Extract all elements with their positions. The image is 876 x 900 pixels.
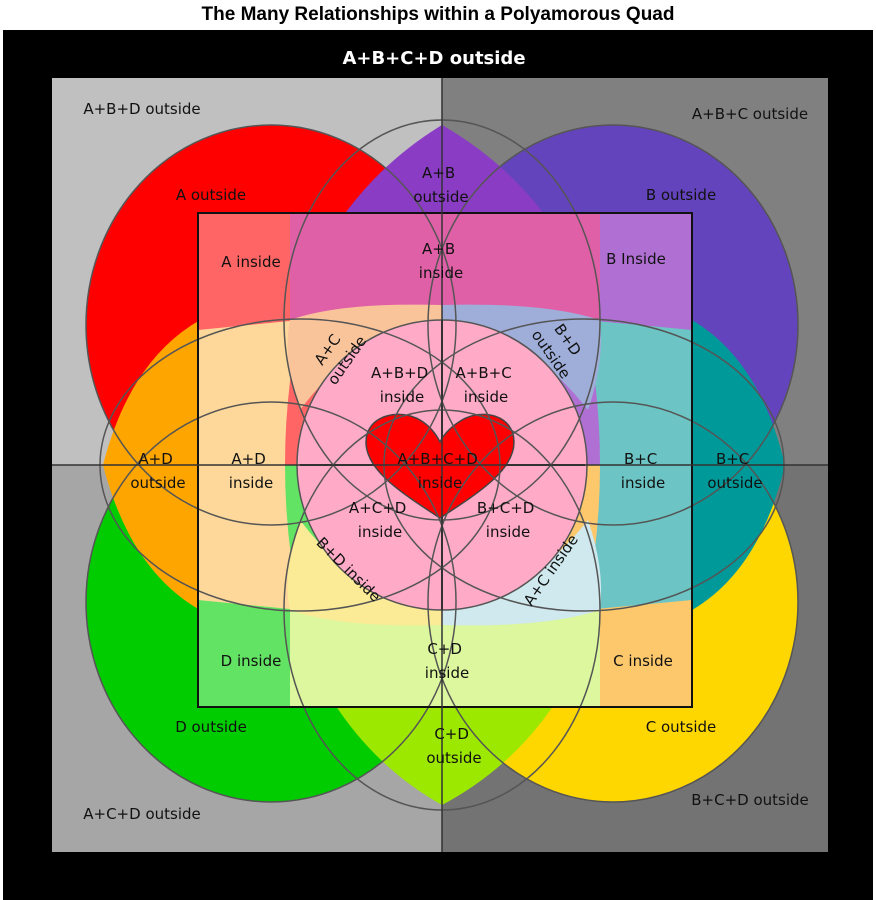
label-bcd-outside: B+C+D outside: [691, 791, 809, 809]
label-a-inside: A inside: [221, 253, 280, 271]
label-abc-inside: A+B+C inside: [456, 364, 517, 406]
label-bc-outside: B+C outside: [707, 450, 762, 492]
label-acd-inside: A+C+D inside: [349, 499, 411, 541]
label-d-inside: D inside: [221, 652, 282, 670]
diagonal-regions: [287, 304, 602, 626]
label-b-inside: B Inside: [606, 250, 666, 268]
label-abcd-outside: A+B+C+D outside: [342, 48, 525, 69]
label-bcd-inside: B+C+D inside: [477, 499, 539, 541]
region-outlines: [52, 78, 828, 852]
label-abcd-inside: A+B+C+D inside: [397, 450, 482, 492]
label-ab-inside: A+B inside: [419, 240, 463, 282]
label-d-outside: D outside: [175, 718, 247, 736]
label-ab-outside: A+B outside: [413, 164, 468, 206]
label-bc-inside: B+C inside: [621, 450, 665, 492]
label-abd-inside: A+B+D inside: [371, 364, 433, 406]
label-cd-outside: C+D outside: [426, 725, 481, 767]
label-cd-inside: C+D inside: [425, 640, 469, 682]
venn-diagram: A+B+C+D outside A+B+D outside A+B+C outs…: [3, 30, 873, 900]
label-ad-outside: A+D outside: [130, 450, 185, 492]
label-acd-outside: A+C+D outside: [83, 805, 201, 823]
label-c-inside: C inside: [613, 652, 673, 670]
label-abd-outside: A+B+D outside: [83, 100, 200, 118]
label-b-outside: B outside: [646, 186, 716, 204]
diagram-title: The Many Relationships within a Polyamor…: [201, 4, 675, 25]
heart-shape: [365, 413, 515, 519]
label-c-outside: C outside: [646, 718, 717, 736]
label-abc-outside: A+B+C outside: [692, 105, 808, 123]
label-a-outside: A outside: [176, 186, 246, 204]
label-ad-inside: A+D inside: [229, 450, 273, 492]
